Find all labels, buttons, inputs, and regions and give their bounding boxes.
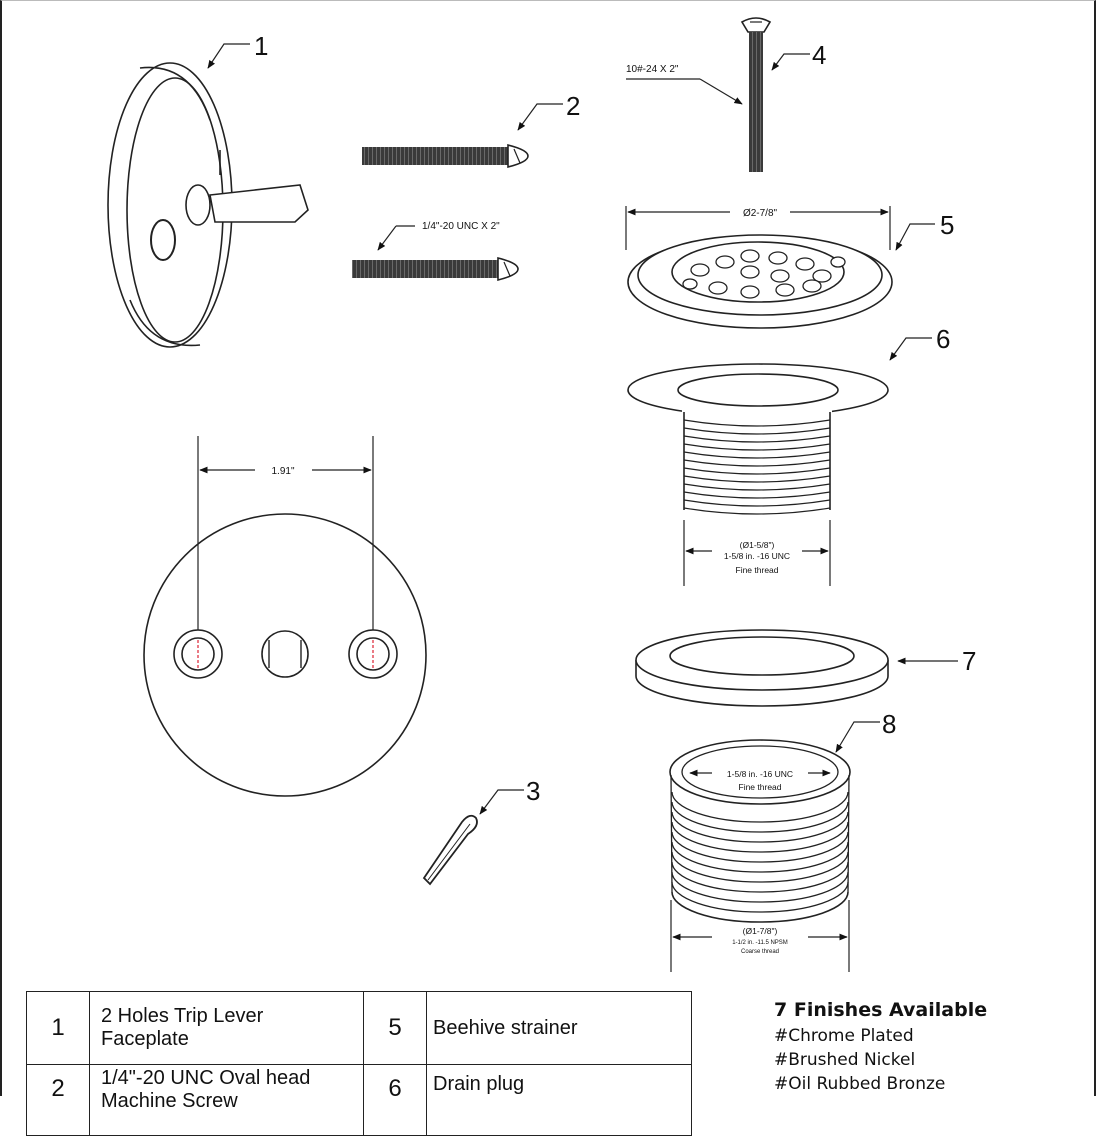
dim-drain-plug-3: Fine thread	[736, 565, 779, 575]
part-description-cell: Beehive strainer	[426, 991, 692, 1065]
dim-faceplate-spacing: 1.91"	[271, 466, 294, 477]
part-description-line: Faceplate	[101, 1028, 189, 1050]
finish-item: #Brushed Nickel	[774, 1050, 916, 1070]
callout-5: 5	[940, 210, 954, 240]
part-number-cell: 5	[363, 991, 427, 1065]
part-description-line: 2 Holes Trip Lever	[101, 1005, 264, 1027]
part-6-drain-plug-drawing	[627, 363, 889, 515]
dim-part8-bottom-1: (Ø1-7/8")	[743, 926, 778, 936]
callout-1: 1	[254, 31, 268, 61]
dim-screw2: 1/4"-20 UNC X 2"	[422, 221, 500, 232]
dim-drain-plug-2: 1-5/8 in. -16 UNC	[724, 551, 790, 561]
dim-part8-bottom-3: Coarse thread	[741, 949, 779, 955]
part-5-strainer-drawing	[627, 234, 893, 329]
part-description-line: Beehive strainer	[433, 1016, 578, 1039]
part-2-screws-drawing	[352, 143, 529, 282]
dimension-lines	[197, 78, 891, 972]
callout-3: 3	[526, 776, 540, 806]
table-row: 2 1/4"-20 UNC Oval head Machine Screw 6 …	[26, 1064, 692, 1136]
finishes-panel: 7 Finishes Available #Chrome Plated #Bru…	[774, 996, 1074, 1096]
finishes-title: 7 Finishes Available	[774, 999, 988, 1021]
callout-leaders	[207, 43, 958, 815]
part-8-adapter-drawing	[669, 739, 851, 923]
part-description-line: Drain plug	[433, 1073, 525, 1095]
callout-8: 8	[882, 709, 896, 739]
dim-part8-top-1: 1-5/8 in. -16 UNC	[727, 769, 793, 779]
table-row: 1 2 Holes Trip Lever Faceplate 5 Beehive…	[26, 991, 692, 1065]
dim-strainer-diameter: Ø2-7/8"	[743, 208, 778, 219]
callout-4: 4	[812, 40, 826, 70]
part-number-cell: 2	[26, 1064, 90, 1136]
part-1-faceplate-drawing	[107, 62, 309, 348]
part-number-cell: 1	[26, 991, 90, 1065]
part-description-cell: 1/4"-20 UNC Oval head Machine Screw	[89, 1064, 364, 1136]
part-number-cell: 6	[363, 1064, 427, 1136]
part-7-gasket-drawing	[635, 629, 889, 707]
page-frame	[0, 0, 1096, 1096]
part-description-line: Machine Screw	[101, 1090, 238, 1112]
dim-screw4: 10#-24 X 2"	[626, 64, 679, 75]
dim-part8-top-2: Fine thread	[739, 782, 782, 792]
finish-item: #Chrome Plated	[774, 1026, 914, 1046]
faceplate-front-view	[143, 513, 427, 797]
finish-item: #Oil Rubbed Bronze	[774, 1074, 946, 1094]
callout-7: 7	[962, 646, 976, 676]
parts-table: 1 2 Holes Trip Lever Faceplate 5 Beehive…	[26, 991, 692, 1136]
exploded-parts-diagram: 1 2 3 4 5 6 7 8 10#-24 X 2" 1/4"-20 UNC …	[107, 17, 976, 972]
part-4-screw-drawing	[740, 17, 772, 172]
dim-drain-plug-1: (Ø1-5/8")	[740, 540, 775, 550]
part-3-cotter-pin-drawing	[422, 814, 478, 886]
part-description-cell: Drain plug	[426, 1064, 692, 1136]
callout-2: 2	[566, 91, 580, 121]
callout-6: 6	[936, 324, 950, 354]
part-description-line: 1/4"-20 UNC Oval head	[101, 1067, 311, 1089]
dim-part8-bottom-2: 1-1/2 in. -11.5 NPSM	[732, 940, 788, 946]
part-description-cell: 2 Holes Trip Lever Faceplate	[89, 991, 364, 1065]
